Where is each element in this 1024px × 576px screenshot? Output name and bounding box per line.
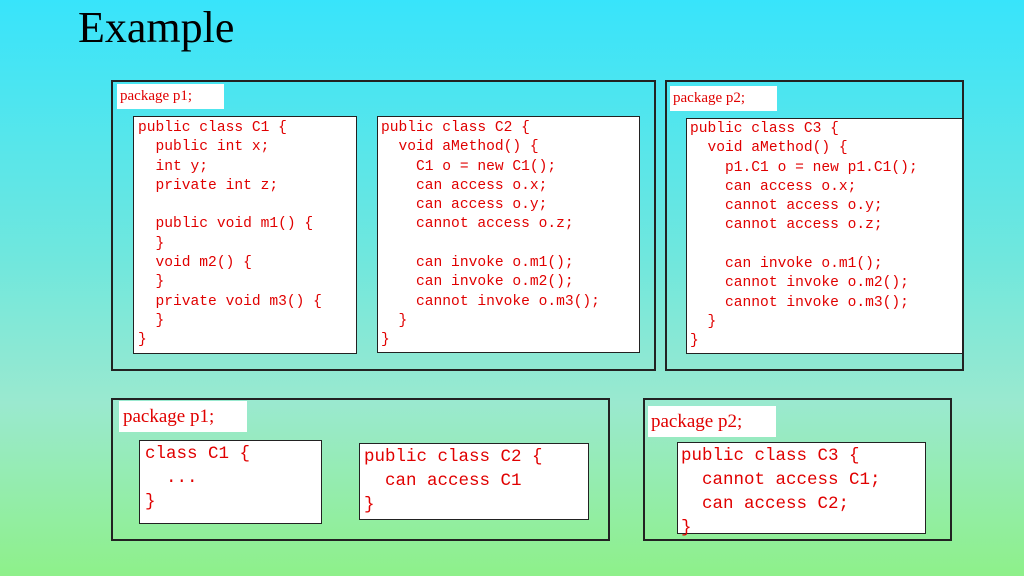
class-c1-code-text-top: public class C1 { public int x; int y; p…: [138, 120, 322, 349]
class-c2-code-top: public class C2 { void aMethod() { C1 o …: [377, 116, 640, 353]
class-c2-code-text-bottom: public class C2 { can access C1 }: [364, 447, 543, 515]
class-c2-code-bottom: public class C2 { can access C1 }: [359, 443, 589, 520]
package-p2-frame-bottom: [643, 398, 952, 541]
class-c3-code-text-top: public class C3 { void aMethod() { p1.C1…: [690, 121, 918, 350]
class-c3-code-text-bottom: public class C3 { cannot access C1; can …: [681, 446, 881, 538]
class-c3-code-bottom: public class C3 { cannot access C1; can …: [677, 442, 926, 538]
class-c1-code-top: public class C1 { public int x; int y; p…: [133, 116, 357, 354]
class-c2-code-text-top: public class C2 { void aMethod() { C1 o …: [381, 120, 600, 349]
package-p2-frame-top: [665, 80, 964, 371]
class-c1-code-text-bottom: class C1 { ... }: [145, 444, 251, 512]
slide-title: Example: [78, 3, 235, 52]
package-p1-frame-top: [111, 80, 656, 371]
package-p1-label-top: package p1;: [117, 84, 224, 109]
package-p2-label-bottom: package p2;: [648, 406, 776, 437]
class-c1-code-bottom: class C1 { ... }: [139, 440, 322, 524]
class-c3-code-top: public class C3 { void aMethod() { p1.C1…: [686, 118, 963, 354]
package-p2-label-top: package p2;: [670, 86, 777, 111]
package-p1-frame-bottom: [111, 398, 610, 541]
package-p1-label-bottom: package p1;: [119, 401, 247, 432]
